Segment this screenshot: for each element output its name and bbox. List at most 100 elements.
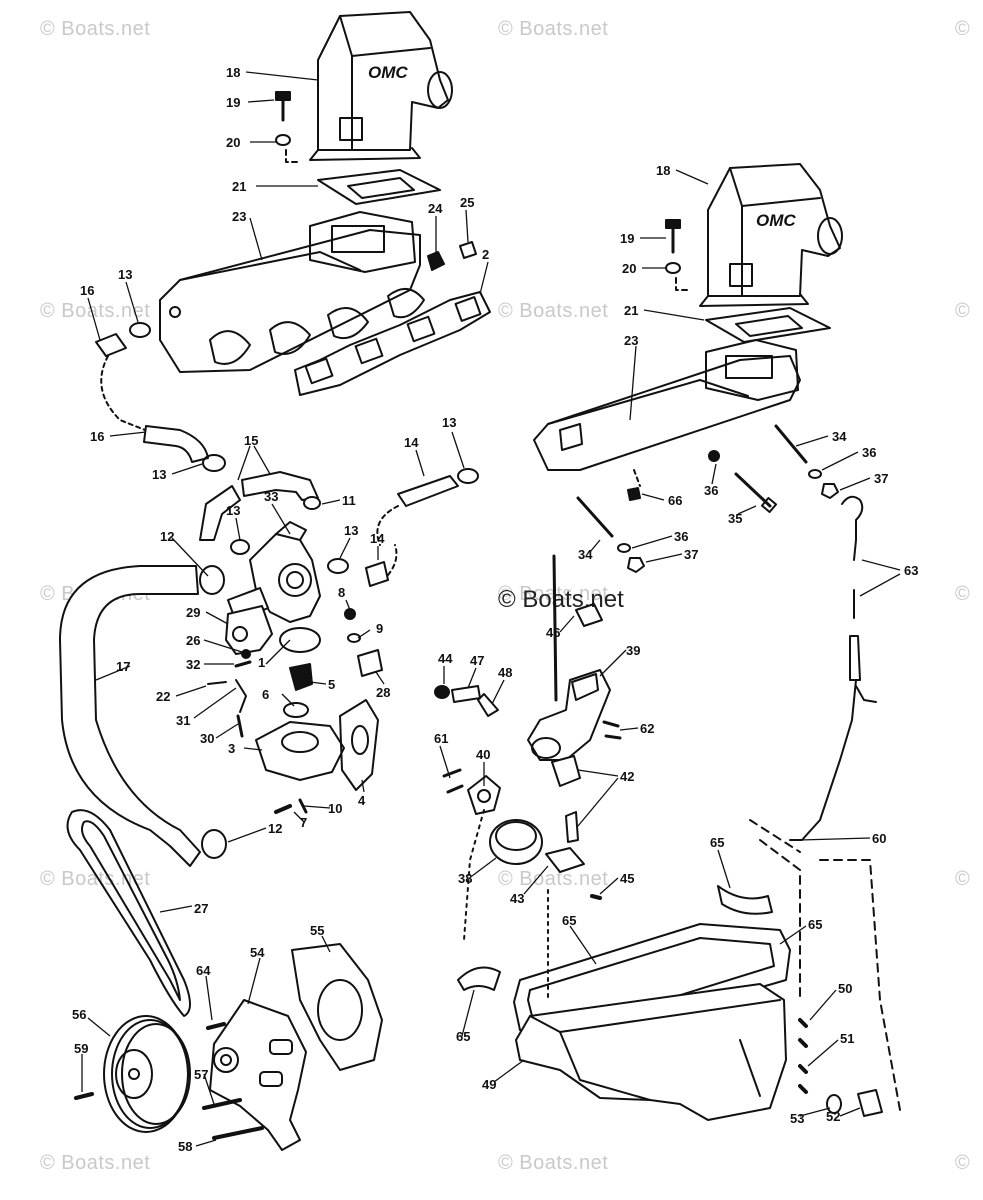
callout: 56 xyxy=(72,1007,87,1022)
manifold-gasket-2 xyxy=(294,291,491,396)
thermostat-housing xyxy=(227,521,321,718)
callout: 51 xyxy=(840,1031,855,1046)
pump-cover-3 xyxy=(255,721,345,781)
callout: 59 xyxy=(74,1041,89,1056)
oil-pan-49 xyxy=(515,983,787,1121)
callout: 47 xyxy=(470,653,485,668)
callout: 18 xyxy=(656,163,671,178)
screw-45 xyxy=(590,894,602,900)
callout: 13 xyxy=(344,523,359,538)
cover-43 xyxy=(545,847,585,873)
callout: 5 xyxy=(328,677,336,692)
callout: 65 xyxy=(456,1029,471,1044)
callout: 12 xyxy=(160,529,175,544)
callout: 30 xyxy=(200,731,215,746)
callout: 27 xyxy=(194,901,209,916)
callout: 65 xyxy=(808,917,823,932)
phantom-line xyxy=(749,819,801,1001)
watermark: © xyxy=(955,300,971,322)
part-29 xyxy=(225,605,273,655)
callout: 66 xyxy=(668,493,683,508)
part-22 xyxy=(207,681,227,685)
callout: 36 xyxy=(862,445,877,460)
pump-gasket-55 xyxy=(291,943,383,1071)
washer-36-c xyxy=(617,543,631,553)
callout: 54 xyxy=(250,945,265,960)
callout: 26 xyxy=(186,633,201,648)
watermark: © Boats.net xyxy=(40,18,151,40)
watermark: © Boats.net xyxy=(498,300,609,322)
callout: 29 xyxy=(186,605,201,620)
callout: 9 xyxy=(376,621,384,636)
pump-shaft-46 xyxy=(552,554,558,702)
callout: 43 xyxy=(510,891,525,906)
exhaust-manifold-left xyxy=(159,211,425,373)
callout: 36 xyxy=(704,483,719,498)
gasket-21-right xyxy=(705,307,831,343)
callout: 11 xyxy=(342,493,356,508)
callout: 38 xyxy=(458,871,473,886)
callout: 44 xyxy=(438,651,453,666)
relief-valve-44-47-48 xyxy=(434,685,499,717)
screws-61 xyxy=(442,768,464,794)
callout: 13 xyxy=(152,467,167,482)
part-24 xyxy=(427,251,445,271)
seal-65-left xyxy=(457,966,501,991)
callout: 2 xyxy=(482,247,490,262)
callout: 48 xyxy=(498,665,513,680)
callout: 63 xyxy=(904,563,919,578)
callout: 16 xyxy=(90,429,105,444)
callout: 34 xyxy=(832,429,847,444)
callout: 35 xyxy=(728,511,743,526)
watermark: © Boats.net xyxy=(498,868,609,890)
callout: 55 xyxy=(310,923,325,938)
plug-51 xyxy=(798,1064,808,1094)
callout: 13 xyxy=(118,267,133,282)
washer-36-b xyxy=(808,469,822,479)
callout: 49 xyxy=(482,1077,497,1092)
callout: 39 xyxy=(626,643,641,658)
screws-62 xyxy=(602,720,622,740)
watermark: © xyxy=(955,1152,971,1174)
callout: 12 xyxy=(268,821,283,836)
part-near-46 xyxy=(575,603,603,627)
callout: 33 xyxy=(264,489,279,504)
callout: 28 xyxy=(376,685,391,700)
watermark: © xyxy=(955,868,971,890)
callout: 3 xyxy=(228,741,236,756)
callout: 62 xyxy=(640,721,655,736)
tube-bracket xyxy=(855,685,877,703)
part-66 xyxy=(627,487,641,501)
watermark: © Boats.net xyxy=(498,1152,609,1174)
callout: 40 xyxy=(476,747,491,762)
callout: 65 xyxy=(562,913,577,928)
callout: 13 xyxy=(442,415,457,430)
callout: 4 xyxy=(358,793,366,808)
callout: 61 xyxy=(434,731,449,746)
part-31 xyxy=(235,679,247,713)
washer-9 xyxy=(347,633,361,643)
callout: 37 xyxy=(684,547,699,562)
callout: 1 xyxy=(258,655,266,670)
callout: 46 xyxy=(546,625,561,640)
fitting-52 xyxy=(857,1089,883,1117)
callout: 50 xyxy=(838,981,853,996)
callout: 42 xyxy=(620,769,635,784)
stud-34-lower xyxy=(576,496,614,538)
gasket-21-left xyxy=(317,169,441,205)
part-25 xyxy=(459,241,477,259)
callout: 19 xyxy=(620,231,635,246)
dipstick-63 xyxy=(841,495,864,681)
plug-50 xyxy=(798,1018,808,1048)
bolt-19-left xyxy=(275,91,301,163)
hoses-15 xyxy=(199,471,321,555)
callout: 7 xyxy=(300,815,308,830)
watermark: © Boats.net xyxy=(40,300,151,322)
callout: 64 xyxy=(196,963,211,978)
callout: 23 xyxy=(624,333,639,348)
bolt-35-head xyxy=(760,496,778,514)
callout: 60 xyxy=(872,831,887,846)
seal-65-right xyxy=(717,885,773,915)
